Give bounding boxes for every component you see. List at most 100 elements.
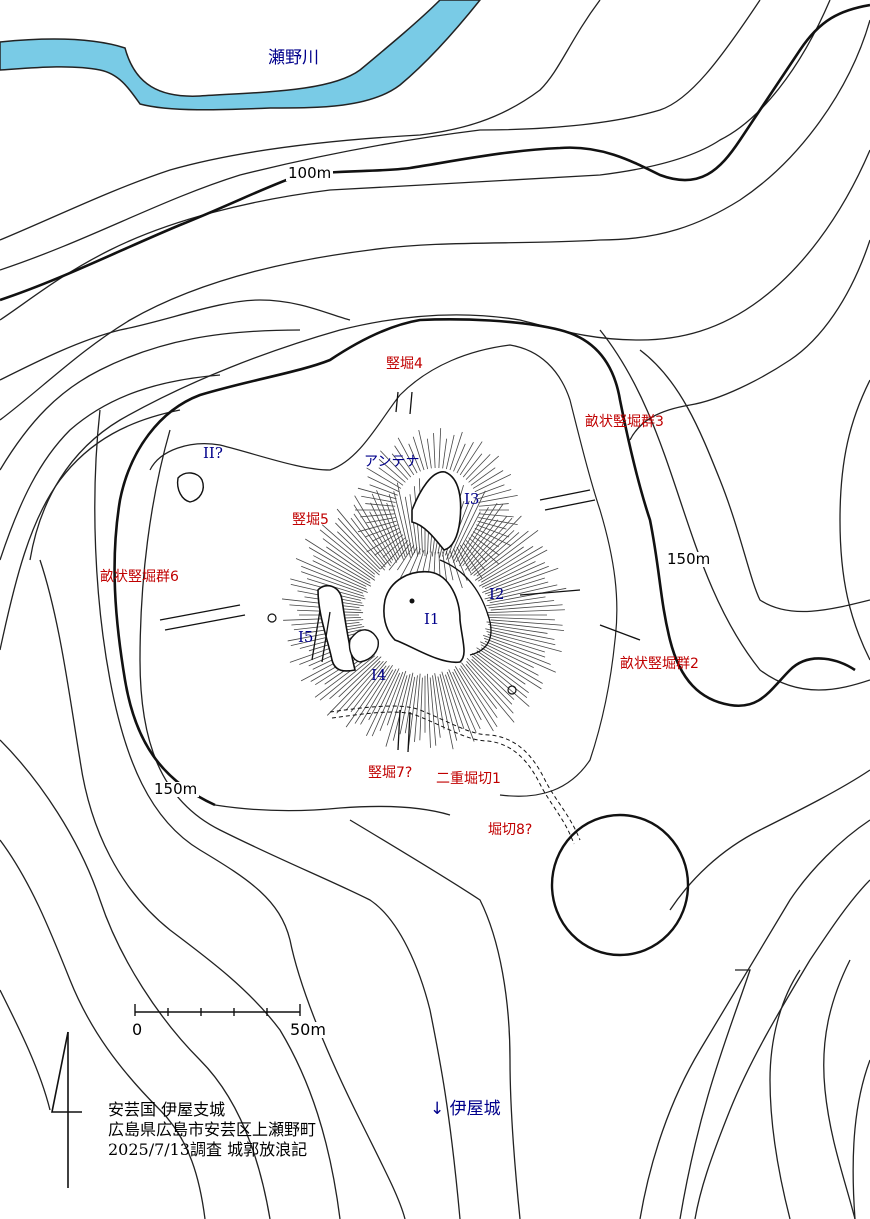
hachure-line — [433, 433, 436, 469]
hachure-line — [465, 516, 508, 567]
hachure-line — [374, 534, 404, 556]
hachure-line — [481, 647, 543, 684]
hachure-line — [336, 508, 386, 568]
hachure-line — [480, 644, 539, 676]
label-uneiki6: 畝状竪堀群6 — [100, 569, 179, 585]
hachure-line — [414, 673, 421, 742]
hachure-line — [471, 652, 528, 698]
hachure-line — [404, 676, 416, 734]
hachure-line — [489, 626, 555, 640]
hachure-line — [312, 560, 367, 587]
hachure-line — [388, 542, 412, 571]
contour-line — [823, 959, 856, 1219]
credit-title: 安芸国 伊屋支城 — [108, 1100, 226, 1119]
contour-line — [0, 0, 831, 321]
label-kuruwa-I5: I5 — [298, 628, 314, 646]
hachure-line — [489, 587, 567, 604]
hachure-line — [419, 677, 423, 741]
hachure-line — [445, 434, 455, 470]
hachure-line — [369, 511, 398, 563]
hachure-line — [459, 668, 498, 727]
hachure-line — [488, 616, 555, 621]
hachure-line — [462, 542, 486, 571]
contour-line — [0, 19, 870, 421]
hachure-line — [379, 671, 404, 732]
hachure-line — [345, 660, 387, 711]
hachure-line — [367, 476, 400, 493]
hachure-line — [480, 641, 534, 668]
hachure-line — [459, 504, 504, 567]
hachure-line — [338, 656, 382, 698]
hachure-line — [441, 671, 461, 733]
hachure-line — [426, 438, 432, 469]
hachure-line — [455, 507, 489, 563]
hachure-line — [418, 429, 429, 470]
credit-survey-date: 2025/7/13調査 城郭放浪記 — [108, 1140, 308, 1159]
hachure-line — [366, 467, 402, 489]
hachure-line — [466, 657, 513, 705]
hachure-line — [486, 631, 562, 653]
hachure-line — [365, 503, 396, 507]
label-nijuhorikiri1: 二重堀切1 — [436, 771, 501, 787]
hachure-line — [490, 604, 563, 611]
hachure-line — [350, 517, 387, 565]
hachure-line — [432, 675, 441, 738]
hachure-line — [321, 524, 380, 576]
hachure-line — [322, 538, 375, 578]
contour-line-150m — [113, 318, 856, 807]
kuruwa-I5-outline — [317, 584, 356, 672]
hachure-line — [487, 577, 545, 597]
hachure-line — [484, 567, 559, 595]
hachure-line — [464, 517, 513, 571]
hachure-line — [326, 546, 376, 581]
hachure-line — [319, 655, 376, 701]
contour-line — [39, 559, 341, 1219]
contour-line — [669, 769, 870, 911]
hachure-line — [478, 517, 518, 526]
hachure-line — [399, 672, 414, 735]
hachure-line — [319, 529, 376, 575]
hachure-line — [477, 546, 534, 582]
hachure-line — [471, 655, 530, 707]
hachure-line — [366, 668, 400, 736]
summit-dot-icon — [409, 598, 415, 604]
label-uneiki3: 畝状竪堀群3 — [585, 414, 664, 430]
hachure-line — [484, 581, 549, 600]
hachure-line — [396, 482, 413, 556]
hachure-line — [449, 431, 463, 471]
hachure-line — [488, 600, 555, 609]
contour-label-100m: 100m — [286, 164, 334, 182]
hachure-line — [474, 546, 524, 581]
contour-line — [639, 819, 870, 1219]
contour-line — [629, 239, 870, 441]
kuruwa-II-outline — [176, 472, 204, 503]
trail-path — [329, 705, 581, 841]
hachure-line — [470, 534, 500, 556]
hachure-line — [335, 522, 381, 570]
hachure-line — [472, 470, 504, 489]
hachure-line — [407, 675, 418, 750]
scale-label-start: 0 — [130, 1020, 145, 1039]
hachure-line — [478, 494, 518, 503]
label-kuruwa-I2: I2 — [489, 585, 505, 603]
hachure-line — [382, 537, 406, 558]
contour-line — [694, 879, 870, 1219]
hachure-line — [360, 513, 396, 518]
contour-line — [0, 0, 601, 241]
hachure-line — [354, 495, 394, 561]
trail-path — [331, 711, 575, 845]
label-tatebori4: 竪堀4 — [386, 356, 423, 372]
hachure-line — [468, 455, 500, 483]
hachure-line — [378, 459, 406, 483]
hachure-line — [313, 555, 372, 587]
label-antenna: アンテナ — [364, 454, 420, 470]
hachure-line — [476, 650, 526, 685]
hachure-line — [487, 584, 558, 602]
contour-line — [679, 969, 751, 1219]
hachure-line — [409, 494, 419, 557]
hachure-line — [380, 450, 409, 480]
hachure-line — [471, 659, 515, 700]
hachure-line — [337, 531, 381, 573]
hachure-line — [449, 495, 478, 559]
contour-line — [0, 329, 301, 471]
